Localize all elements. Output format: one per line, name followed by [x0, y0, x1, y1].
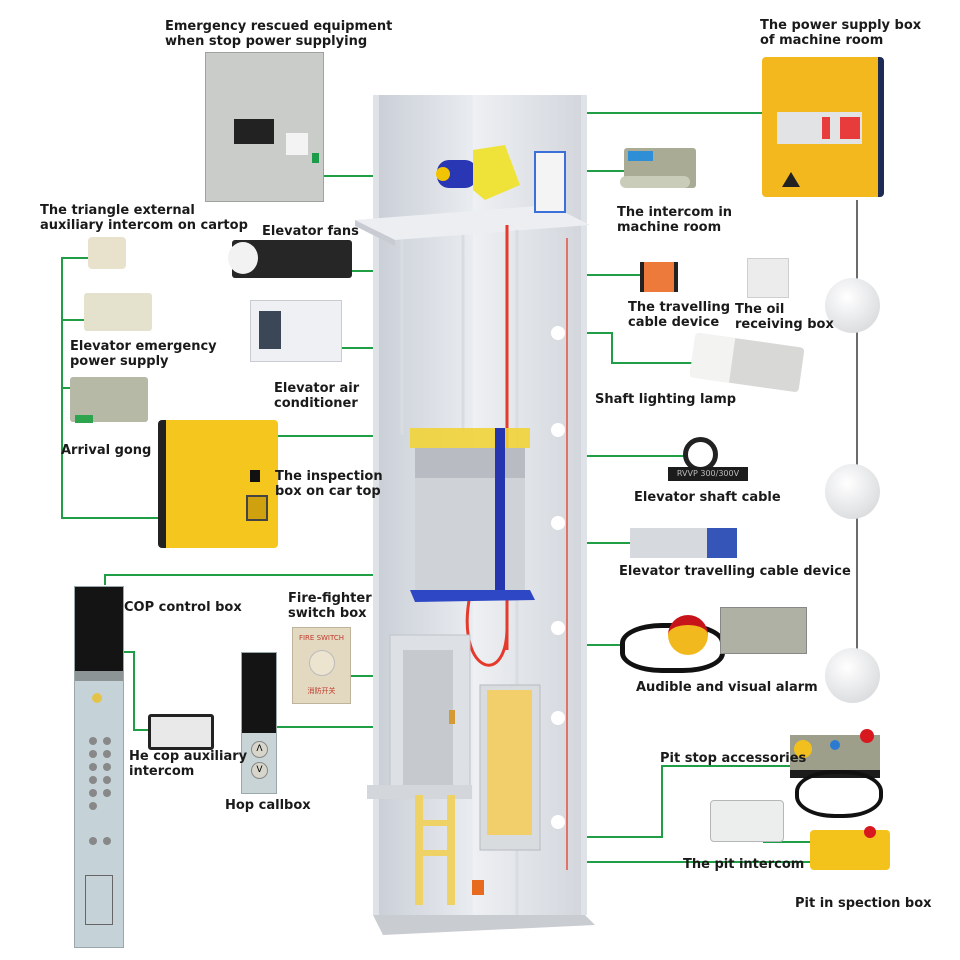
label-machine-room-intercom: The intercom in machine room	[617, 205, 733, 235]
cop-service-cabinet	[85, 875, 113, 925]
label-travelling-cable: Elevator travelling cable device	[619, 564, 851, 579]
label-emergency-rescue: Emergency rescued equipment when stop po…	[165, 19, 393, 49]
label-audible-visual-alarm: Audible and visual alarm	[636, 680, 818, 695]
cop-control-panel	[74, 586, 124, 948]
triangle-intercom-unit	[88, 237, 126, 269]
hall-call-down-button[interactable]: V	[251, 762, 268, 779]
elevator-shaft-illustration	[355, 95, 595, 935]
label-cop-aux-intercom: He cop auxiliary intercom	[129, 749, 248, 779]
label-inspection-box-car-top: The inspection box on car top	[275, 469, 383, 499]
emergency-power-unit	[84, 293, 152, 331]
label-cop-control-box: COP control box	[124, 600, 242, 615]
label-fire-switch-box: Fire-fighter switch box	[288, 591, 372, 621]
machine-room-intercom-unit	[620, 148, 696, 188]
pit-lamp-1	[825, 278, 880, 333]
hall-call-up-button[interactable]: Λ	[251, 741, 268, 758]
air-conditioner-unit	[250, 300, 342, 362]
cable-print-text: RVVP 300/300V	[676, 469, 740, 478]
buffer	[472, 880, 484, 895]
label-pit-stop-accessories: Pit stop accessories	[660, 751, 807, 766]
label-pit-intercom: The pit intercom	[683, 857, 805, 872]
oil-receiving-box-unit	[747, 258, 789, 298]
hop-callbox-panel: Λ V	[241, 652, 277, 794]
fire-switch-text: FIRE SWITCH	[298, 634, 345, 642]
arrival-gong-unit	[70, 377, 148, 423]
label-emergency-power-supply: Elevator emergency power supply	[70, 339, 217, 369]
fire-switch-box-unit: FIRE SWITCH 消防开关	[292, 627, 351, 704]
traction-machine	[473, 145, 520, 200]
travelling-cable-flat	[630, 528, 737, 558]
pit-ladder	[415, 820, 455, 826]
shaft-lamps	[551, 326, 565, 829]
control-cabinet	[534, 151, 566, 213]
pit-lamp-cable	[856, 200, 858, 700]
pit-intercom-unit	[710, 800, 784, 842]
elevator-fan-unit	[228, 240, 352, 278]
shaft-lighting-lamp-unit	[689, 332, 805, 393]
counterweight	[487, 690, 532, 835]
traction-motor	[437, 160, 477, 188]
label-triangle-intercom: The triangle external auxiliary intercom…	[40, 203, 248, 233]
label-shaft-lighting-lamp: Shaft lighting lamp	[595, 392, 737, 407]
label-pit-inspection-box: Pit in spection box	[795, 896, 932, 911]
label-air-conditioner: Elevator air conditioner	[274, 381, 360, 411]
shaft-cable-jacket: RVVP 300/300V	[668, 467, 748, 481]
label-hop-callbox: Hop callbox	[225, 798, 311, 813]
pit-lamp-3	[825, 648, 880, 703]
label-oil-receiving-box: The oil receiving box	[735, 302, 834, 332]
machine-room-power-box	[762, 57, 884, 197]
emergency-rescue-cabinet	[205, 52, 324, 202]
car-top-guardrail	[410, 428, 530, 448]
cop-display	[75, 587, 123, 671]
pit-inspection-box-unit	[810, 826, 890, 870]
machine-room-platform	[355, 205, 590, 240]
hop-indicator	[449, 710, 455, 724]
cop-key-switch	[92, 693, 102, 703]
label-power-supply-box: The power supply box of machine room	[760, 18, 922, 48]
label-travelling-cable-device: The travelling cable device	[628, 300, 731, 330]
label-arrival-gong: Arrival gong	[61, 443, 152, 458]
cop-aux-intercom-unit	[148, 714, 214, 750]
travelling-cable-clamp	[640, 262, 678, 292]
car-top-inspection-box	[158, 420, 278, 548]
alarm-beacon	[668, 615, 708, 655]
pit-stop-cable	[795, 770, 883, 818]
pit-lamp-2	[825, 464, 880, 519]
alarm-controller-box	[720, 607, 807, 654]
label-shaft-cable: Elevator shaft cable	[634, 490, 781, 505]
label-elevator-fans: Elevator fans	[262, 224, 359, 239]
fire-switch-cn-text: 消防开关	[307, 687, 336, 695]
